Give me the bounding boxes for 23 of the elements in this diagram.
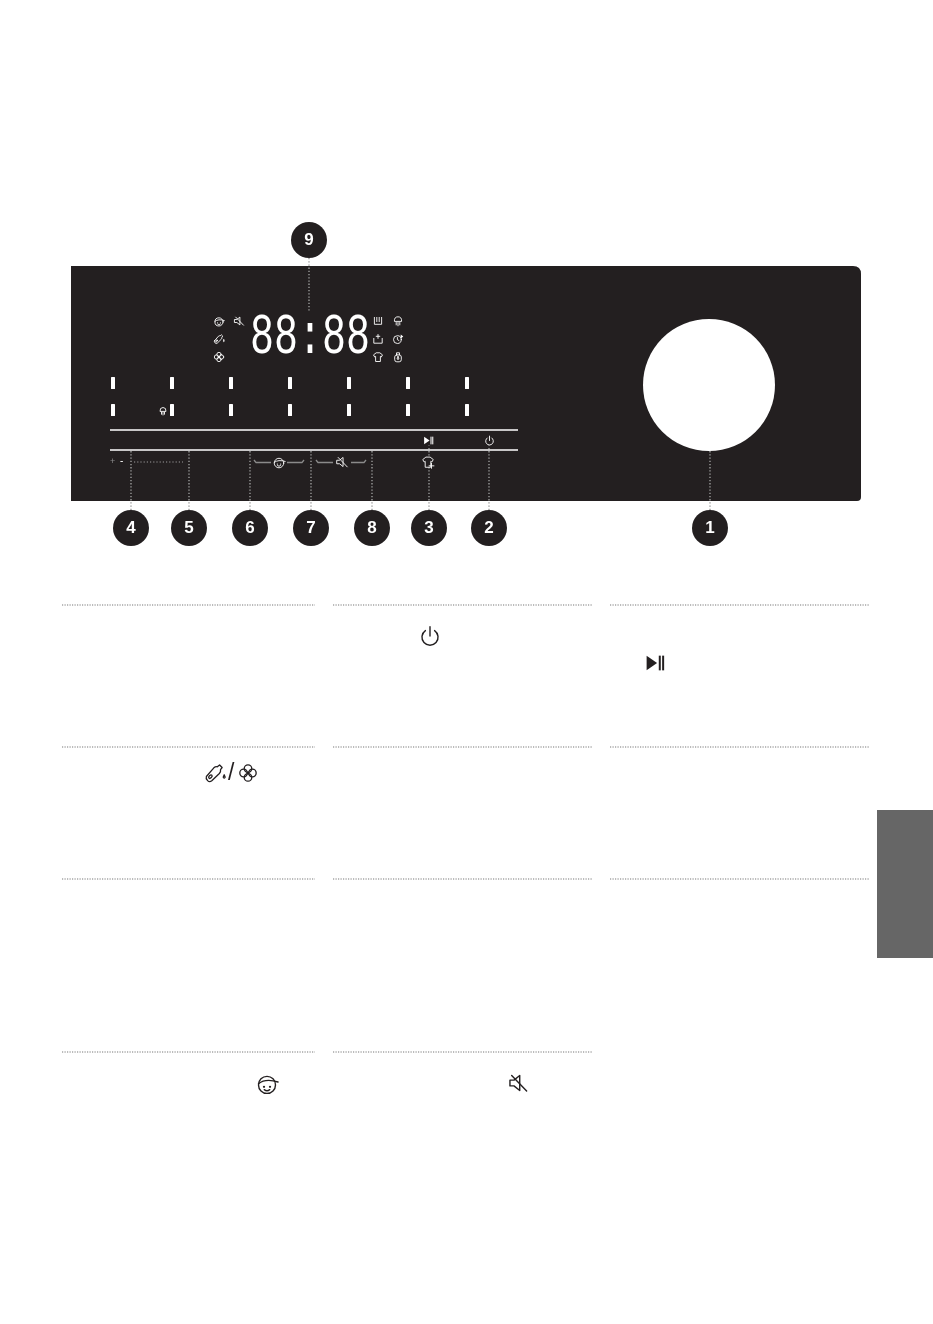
callout-number: 9 [291,222,327,258]
minus-sign: - [120,456,124,466]
leader-line [371,450,373,511]
leader-line [130,450,132,511]
slash-symbol: / [228,761,235,784]
callout-number: 1 [692,510,728,546]
callout-number: 6 [232,510,268,546]
leader-line [310,450,312,511]
side-tab [877,810,933,958]
plus-sign: + [110,457,116,466]
callout-number: 2 [471,510,507,546]
callout-number: 7 [293,510,329,546]
power-icon [483,434,495,446]
play-pause-icon [422,434,434,446]
leader-line [249,450,251,511]
leader-line [188,450,190,511]
callout-number: 5 [171,510,207,546]
leader-line [308,257,310,313]
digital-display: 88:88 [250,312,370,364]
callout-number: 4 [113,510,149,546]
callout-number: 8 [354,510,390,546]
callout-number: 3 [411,510,447,546]
leader-line [709,450,711,511]
